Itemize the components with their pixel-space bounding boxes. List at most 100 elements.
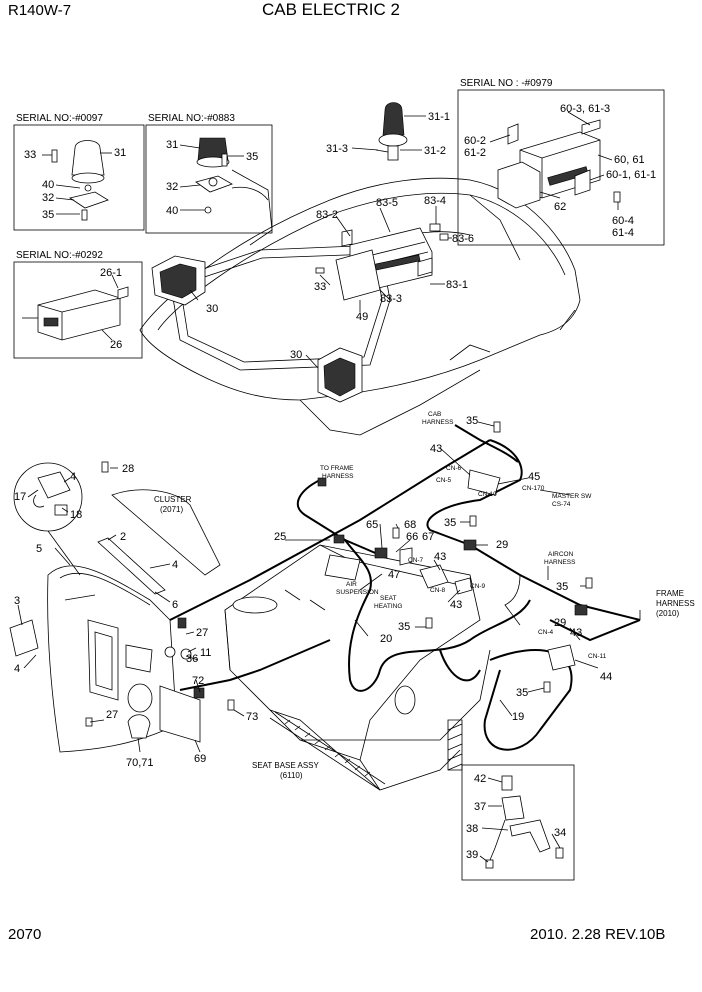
part-label: 17 (14, 491, 26, 503)
connector-label: CN-170 (522, 485, 545, 492)
part-label: 33 (314, 281, 326, 293)
part-label: 43 (434, 551, 446, 563)
serial-box-0979 (457, 89, 665, 246)
part-label: 72 (192, 675, 204, 687)
speaker-left (151, 255, 206, 306)
seat-heating-label: HEATING (374, 603, 402, 610)
part-label: 25 (274, 531, 286, 543)
radio-0292 (22, 286, 129, 341)
part-label: 5 (36, 543, 42, 555)
part-label: 38 (466, 823, 478, 835)
to-frame-label: TO FRAME (320, 465, 354, 472)
part-label: 31 (166, 139, 178, 151)
part-label: 35 (556, 581, 568, 593)
part-label: 26 (110, 339, 122, 351)
connectors (85, 421, 593, 743)
serial-box-0883 (145, 124, 273, 234)
part-label: 31-2 (424, 145, 446, 157)
part-label: 70,71 (126, 757, 154, 769)
part-label: 27 (106, 709, 118, 721)
part-label: 60, 61 (614, 154, 645, 166)
connector-label: CN-11 (588, 653, 607, 660)
part-label: 83-4 (424, 195, 446, 207)
part-label: 44 (600, 671, 612, 683)
bracket-2 (97, 537, 166, 595)
part-label: 83-2 (316, 209, 338, 221)
serial-box-0292 (13, 261, 143, 359)
radio-assembly-83 (315, 223, 449, 301)
part-label: 4 (14, 663, 20, 675)
part-label: 31-1 (428, 111, 450, 123)
part-label: 35 (42, 209, 54, 221)
leader-lines (17, 111, 641, 863)
seat-base-ref: (6110) (280, 771, 303, 780)
part-label: 40 (166, 205, 178, 217)
serial-label-0097: SERIAL NO:-#0097 (16, 113, 103, 124)
serial-label-0883: SERIAL NO:-#0883 (148, 113, 235, 124)
part-label: 42 (474, 773, 486, 785)
to-frame-label: HARNESS (322, 473, 354, 480)
part-label: 31-3 (326, 143, 348, 155)
part-label: 60-1, 61-1 (606, 169, 656, 181)
part-label: 27 (196, 627, 208, 639)
part-label: 47 (388, 569, 400, 581)
left-console (47, 565, 176, 753)
part-label: 40 (42, 179, 54, 191)
part-label: 60-4 (612, 215, 634, 227)
master-sw-label: MASTER SW (552, 493, 592, 500)
serial-label-0292: SERIAL NO:-#0292 (16, 250, 103, 261)
beacon-31 (375, 102, 408, 161)
cluster-ref: (2071) (160, 505, 183, 514)
part-label: 29 (554, 617, 566, 629)
part-label: 83-1 (446, 279, 468, 291)
cab-roof (139, 169, 581, 436)
part-label: 33 (24, 149, 36, 161)
aircon-label: HARNESS (544, 559, 576, 566)
page-title: CAB ELECTRIC 2 (262, 0, 400, 19)
part-label: 3 (14, 595, 20, 607)
part-label: 4 (172, 559, 178, 571)
frame-harness-label: FRAME (656, 589, 684, 598)
part-label: 35 (466, 415, 478, 427)
seat-heating-label: SEAT (380, 595, 397, 602)
radio-assembly-60 (497, 119, 621, 209)
connector-label: CN-8 (430, 587, 446, 594)
seat-base (224, 544, 491, 791)
part-label: 31 (114, 147, 126, 159)
part-label: 60-3, 61-3 (560, 103, 610, 115)
serial-label-0979: SERIAL NO : -#0979 (460, 78, 553, 89)
part-label: 36 (186, 653, 198, 665)
part-label: 30 (206, 303, 218, 315)
part-label: 18 (70, 509, 82, 521)
detail-leader (47, 530, 81, 576)
seat-base-label: SEAT BASE ASSY (252, 761, 320, 770)
part-label: 83-6 (452, 233, 474, 245)
frame-harness-ref: (2010) (656, 609, 679, 618)
part-label: 83-5 (376, 197, 398, 209)
part-label: 35 (516, 687, 528, 699)
part-label: 43 (450, 599, 462, 611)
speaker-right (317, 347, 363, 403)
part-label: 35 (398, 621, 410, 633)
part-label: 35 (444, 517, 456, 529)
part-label: 2 (120, 531, 126, 543)
connector-label: CN-4 (538, 629, 554, 636)
part-label: 60-2 (464, 135, 486, 147)
cab-harness-label: HARNESS (422, 419, 454, 426)
part-label: 34 (554, 827, 566, 839)
cluster-2071 (111, 489, 221, 576)
part-label: 26-1 (100, 267, 122, 279)
air-suspension-label: SUSPENSION (336, 589, 379, 596)
cab-harness-label: CAB (428, 411, 441, 418)
part-label: 61-4 (612, 227, 634, 239)
connector-label: CN-10 (478, 491, 497, 498)
part-label: 49 (356, 311, 368, 323)
part-label: 32 (42, 192, 54, 204)
air-suspension-label: AIR (346, 581, 357, 588)
part-label: 28 (122, 463, 134, 475)
model-code: R140W-7 (8, 2, 72, 19)
part-label: 83-3 (380, 293, 402, 305)
part-label: 65 (366, 519, 378, 531)
part-label: 68 (404, 519, 416, 531)
